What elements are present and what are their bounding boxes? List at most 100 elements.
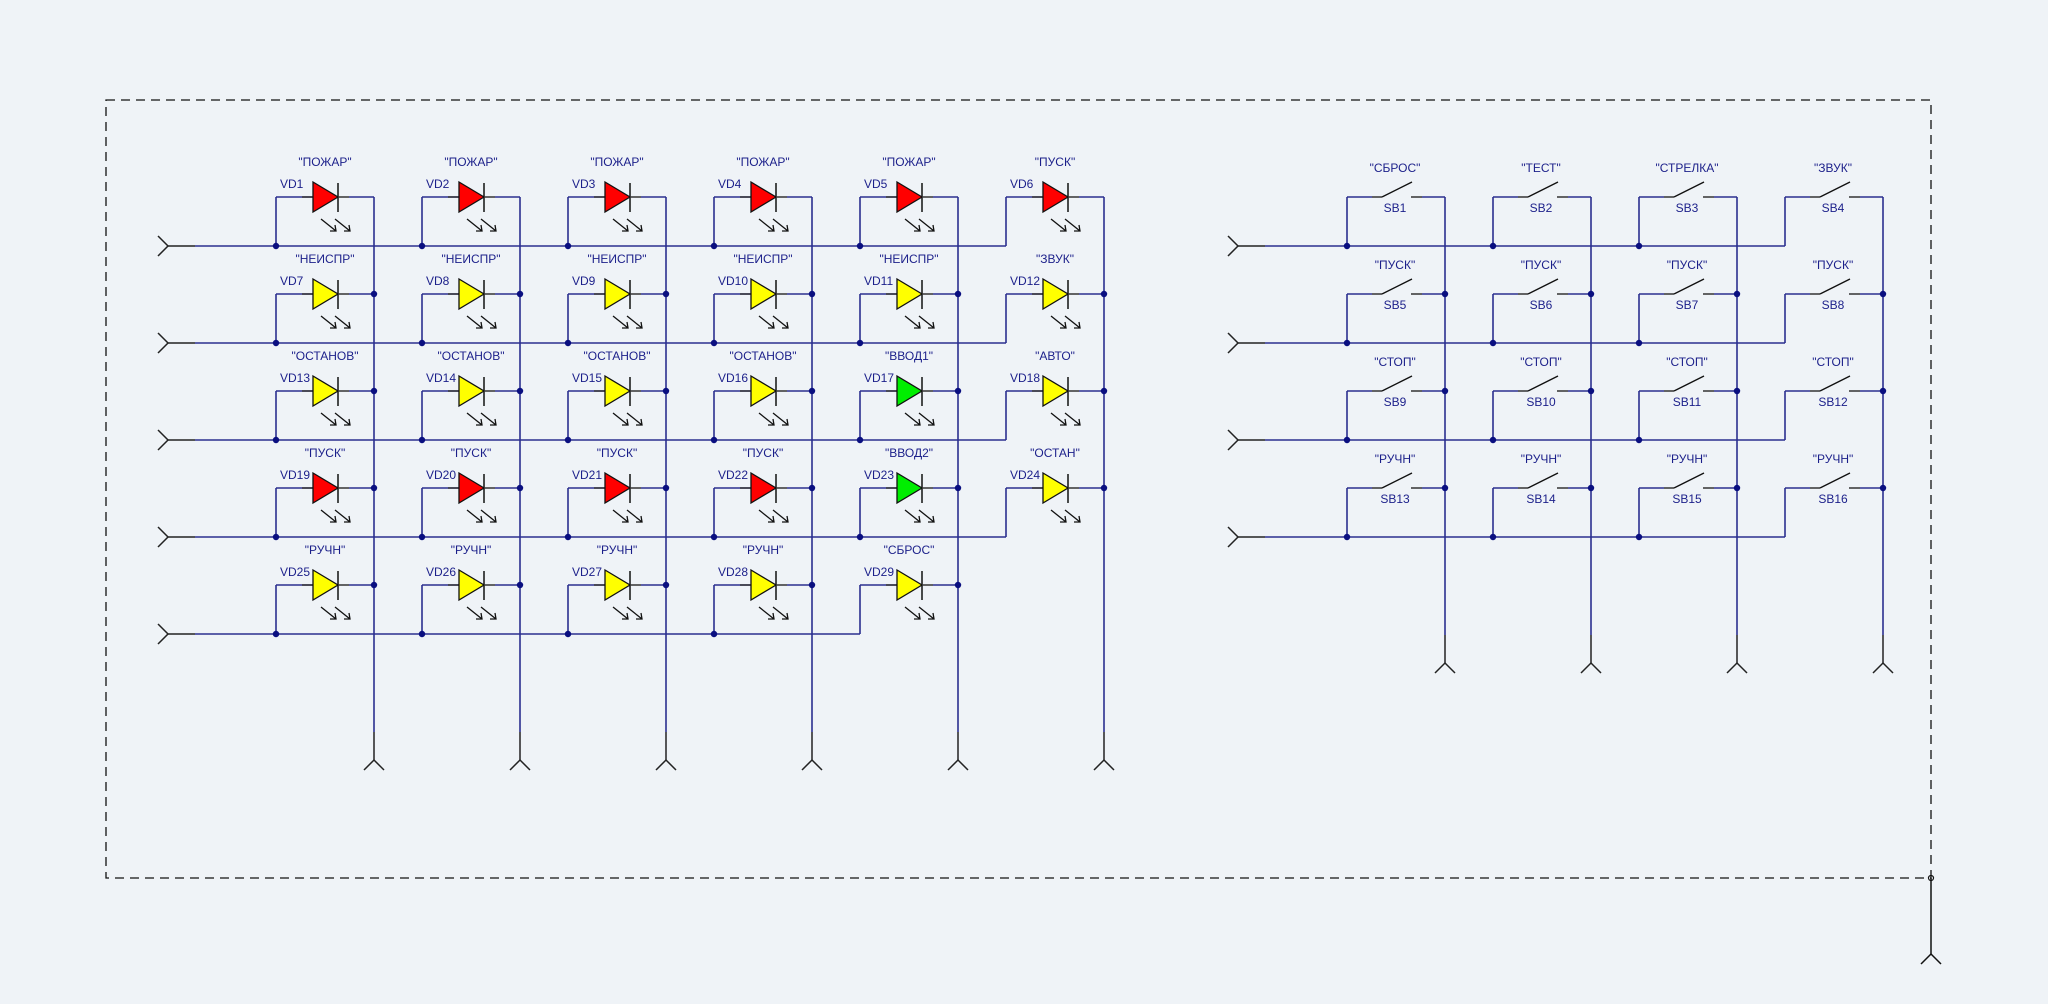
light-emission-arrows-icon xyxy=(758,509,789,523)
junction-dot xyxy=(516,484,524,492)
terminal-fork xyxy=(1093,758,1115,771)
led-diode-icon xyxy=(1042,180,1070,214)
switch-contact-icon xyxy=(1527,181,1559,198)
arrow-head xyxy=(768,515,775,523)
light-emission-arrows-icon xyxy=(758,412,789,426)
terminal-fork xyxy=(363,758,385,771)
output-terminal-icon xyxy=(1093,732,1115,771)
arrow-shaft xyxy=(904,218,921,232)
arrow-head xyxy=(490,321,497,329)
led-reference-label: VD3 xyxy=(572,177,596,191)
junction-dot xyxy=(516,290,524,298)
arrow-shaft xyxy=(1064,412,1081,426)
switch-sb14: "РУЧН"SB14 xyxy=(1492,452,1591,537)
arrow-head xyxy=(344,515,351,523)
junction-dot xyxy=(1441,387,1449,395)
led-reference-label: VD23 xyxy=(864,468,894,482)
junction-dot xyxy=(1100,290,1108,298)
arrow-shaft xyxy=(918,412,935,426)
junction-dot xyxy=(954,581,962,589)
switch-reference-label: SB7 xyxy=(1676,298,1699,312)
led-reference-label: VD4 xyxy=(718,177,742,191)
terminal-fork xyxy=(1580,661,1602,674)
arrow-head xyxy=(768,418,775,426)
arrow-shaft xyxy=(612,315,629,329)
led-function-label: "ВВОД1" xyxy=(885,349,933,363)
switch-sb13: "РУЧН"SB13 xyxy=(1346,452,1445,537)
terminal-fork xyxy=(1434,661,1456,674)
led-function-label: "ПОЖАР" xyxy=(590,155,643,169)
arrow-shaft xyxy=(772,606,789,620)
led-vd18: "АВТО"VD18 xyxy=(1005,349,1104,440)
arrow-shaft xyxy=(1050,509,1067,523)
arrow-shaft xyxy=(904,606,921,620)
arrow-shaft xyxy=(334,315,351,329)
led-diode-icon xyxy=(458,568,486,602)
led-vd14: "ОСТАНОВ"VD14 xyxy=(421,349,520,440)
switch-reference-label: SB5 xyxy=(1384,298,1407,312)
arrow-head xyxy=(330,224,337,232)
switch-reference-label: SB16 xyxy=(1818,492,1848,506)
junction-dot xyxy=(370,290,378,298)
switch-sb7: "ПУСК"SB7 xyxy=(1638,258,1737,343)
switch-function-label: "ПУСК" xyxy=(1375,258,1415,272)
arrow-shaft xyxy=(320,315,337,329)
input-terminal-icon xyxy=(157,235,195,257)
switch-function-label: "СТОП" xyxy=(1812,355,1854,369)
switch-reference-label: SB1 xyxy=(1384,201,1407,215)
arrow-shaft xyxy=(758,412,775,426)
arrow-head xyxy=(330,321,337,329)
junction-dot xyxy=(856,533,864,541)
switch-sb8: "ПУСК"SB8 xyxy=(1784,258,1883,343)
arrow-shaft xyxy=(626,412,643,426)
switch-reference-label: SB14 xyxy=(1526,492,1556,506)
led-diode-icon xyxy=(604,180,632,214)
switch-reference-label: SB6 xyxy=(1530,298,1553,312)
arrow-head xyxy=(636,612,643,620)
arrow-head xyxy=(914,515,921,523)
junction-dot xyxy=(1733,387,1741,395)
led-reference-label: VD5 xyxy=(864,177,888,191)
led-diode-icon xyxy=(750,471,778,505)
led-diode-icon xyxy=(312,471,340,505)
led-reference-label: VD6 xyxy=(1010,177,1034,191)
led-function-label: "НЕИСПР" xyxy=(733,252,792,266)
junction-dot xyxy=(1635,436,1643,444)
led-vd21: "ПУСК"VD21 xyxy=(567,446,666,537)
arrow-shaft xyxy=(758,606,775,620)
switch-contact-icon xyxy=(1527,375,1559,392)
junction-dot xyxy=(856,242,864,250)
arrow-head xyxy=(476,612,483,620)
led-vd17: "ВВОД1"VD17 xyxy=(859,349,958,440)
arrow-head xyxy=(768,321,775,329)
led-diode-icon xyxy=(896,277,924,311)
input-terminal-icon xyxy=(1227,429,1265,451)
led-vd15: "ОСТАНОВ"VD15 xyxy=(567,349,666,440)
arrow-head xyxy=(490,515,497,523)
led-reference-label: VD18 xyxy=(1010,371,1040,385)
arrow-shaft xyxy=(612,606,629,620)
switch-sb11: "СТОП"SB11 xyxy=(1638,355,1737,440)
light-emission-arrows-icon xyxy=(612,218,643,232)
arrow-head xyxy=(330,418,337,426)
led-reference-label: VD25 xyxy=(280,565,310,579)
light-emission-arrows-icon xyxy=(320,412,351,426)
junction-dot xyxy=(710,630,718,638)
led-reference-label: VD26 xyxy=(426,565,456,579)
switch-sb15: "РУЧН"SB15 xyxy=(1638,452,1737,537)
switch-sb5: "ПУСК" SB5 xyxy=(1346,258,1445,343)
led-vd25: "РУЧН"VD25 xyxy=(275,543,374,634)
arrow-shaft xyxy=(480,509,497,523)
arrow-head xyxy=(928,321,935,329)
arrow-shaft xyxy=(466,315,483,329)
junction-dot xyxy=(808,387,816,395)
arrow-head xyxy=(914,418,921,426)
arrow-head xyxy=(344,418,351,426)
arrow-shaft xyxy=(466,509,483,523)
light-emission-arrows-icon xyxy=(1050,218,1081,232)
arrow-shaft xyxy=(904,315,921,329)
led-function-label: "ОСТАН" xyxy=(1030,446,1080,460)
led-reference-label: VD22 xyxy=(718,468,748,482)
led-diode-icon xyxy=(458,374,486,408)
